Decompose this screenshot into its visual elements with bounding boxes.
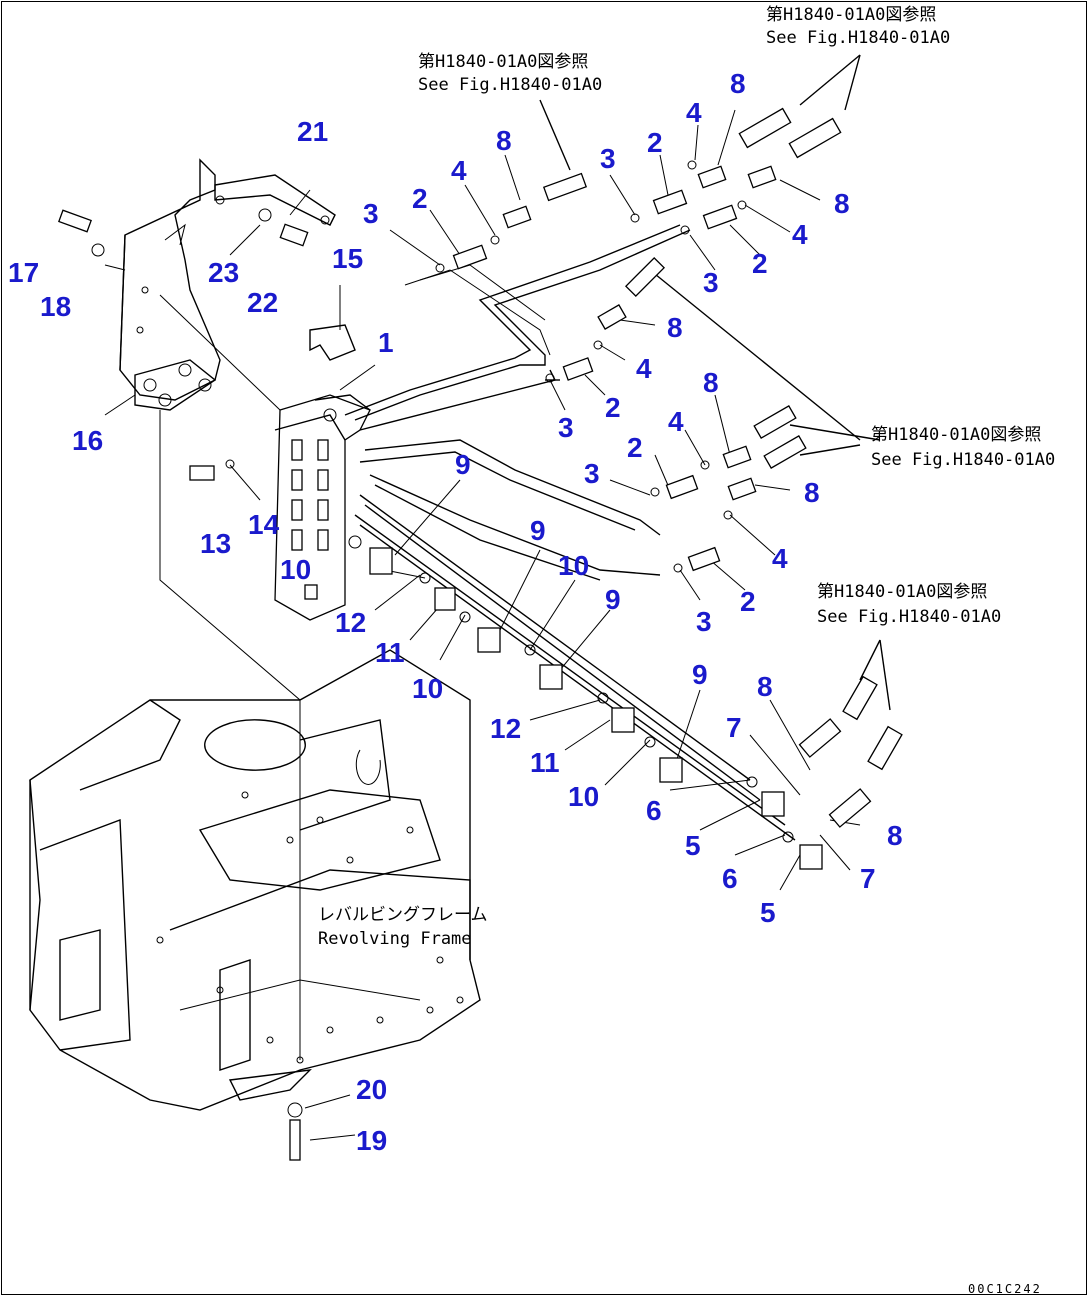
ref-top-right-en: See Fig.H1840-01A0	[766, 28, 950, 48]
fittings	[58, 107, 903, 1161]
label-22: 22	[247, 287, 278, 318]
label-1: 1	[378, 327, 394, 358]
valve-body	[274, 394, 371, 621]
label-9c: 9	[605, 584, 621, 615]
ref-top-center-en: See Fig.H1840-01A0	[418, 75, 602, 95]
label-3c: 3	[703, 267, 719, 298]
label-8c: 8	[496, 125, 512, 156]
ref-bottom-right-jp: 第H1840-01A0図参照	[817, 582, 987, 602]
label-21: 21	[297, 116, 328, 147]
label-7a: 7	[726, 712, 742, 743]
label-4d: 4	[636, 353, 652, 384]
label-13: 13	[200, 528, 231, 559]
label-9d: 9	[692, 659, 708, 690]
ref-bottom-right-en: See Fig.H1840-01A0	[817, 607, 1001, 627]
label-4c: 4	[792, 219, 808, 250]
label-18: 18	[40, 291, 71, 322]
part-labels: 1 21 15 23 22 17 18 16 13 14 10 9 12 11 …	[8, 68, 903, 1156]
label-2c: 2	[752, 248, 768, 279]
ref-top-center-jp: 第H1840-01A0図参照	[418, 52, 588, 72]
label-16: 16	[72, 425, 103, 456]
label-2f: 2	[740, 586, 756, 617]
reference-notes: 第H1840-01A0図参照 See Fig.H1840-01A0 第H1840…	[318, 5, 1055, 1296]
label-3f: 3	[696, 606, 712, 637]
label-8e: 8	[834, 188, 850, 219]
label-9a: 9	[455, 449, 471, 480]
label-2d: 2	[605, 392, 621, 423]
label-2b: 2	[647, 127, 663, 158]
label-3e: 3	[584, 458, 600, 489]
label-4a: 4	[451, 155, 467, 186]
label-12b: 12	[490, 713, 521, 744]
label-4f: 4	[772, 543, 788, 574]
label-8d: 8	[730, 68, 746, 99]
bracket-assembly	[119, 158, 356, 411]
label-10b: 10	[412, 673, 443, 704]
ref-mid-right-en: See Fig.H1840-01A0	[871, 450, 1055, 470]
label-3d: 3	[558, 412, 574, 443]
label-3b: 3	[600, 143, 616, 174]
label-8f: 8	[667, 312, 683, 343]
frame-label-en: Revolving Frame	[318, 929, 472, 949]
label-10c: 10	[558, 550, 589, 581]
label-3a: 3	[363, 198, 379, 229]
label-17: 17	[8, 257, 39, 288]
label-11a: 11	[375, 637, 405, 668]
label-23: 23	[208, 257, 239, 288]
label-5b: 5	[760, 897, 776, 928]
label-8b: 8	[757, 671, 773, 702]
frame-holes	[156, 791, 464, 1064]
revolving-frame-drawing	[29, 649, 481, 1111]
hose-lines	[344, 224, 796, 841]
leader-lines	[104, 54, 891, 1141]
frame-label-jp: レバルビングフレーム	[318, 905, 488, 925]
label-9b: 9	[530, 515, 546, 546]
label-5a: 5	[685, 830, 701, 861]
ref-mid-right-jp: 第H1840-01A0図参照	[871, 425, 1041, 445]
label-8g: 8	[703, 367, 719, 398]
label-15: 15	[332, 243, 363, 274]
label-7b: 7	[860, 863, 876, 894]
label-10d: 10	[568, 781, 599, 812]
label-12a: 12	[335, 607, 366, 638]
label-11b: 11	[530, 747, 560, 778]
label-8a: 8	[887, 820, 903, 851]
label-4b: 4	[686, 97, 702, 128]
label-19: 19	[356, 1125, 387, 1156]
label-14: 14	[248, 509, 280, 540]
label-10a: 10	[280, 554, 311, 585]
label-8h: 8	[804, 477, 820, 508]
label-2e: 2	[627, 432, 643, 463]
ref-top-right-jp: 第H1840-01A0図参照	[766, 5, 936, 25]
label-6b: 6	[722, 863, 738, 894]
label-6a: 6	[646, 795, 662, 826]
label-20: 20	[356, 1074, 387, 1105]
label-4e: 4	[668, 406, 684, 437]
drawing-code: 00C1C242	[968, 1282, 1042, 1296]
label-2a: 2	[412, 183, 428, 214]
